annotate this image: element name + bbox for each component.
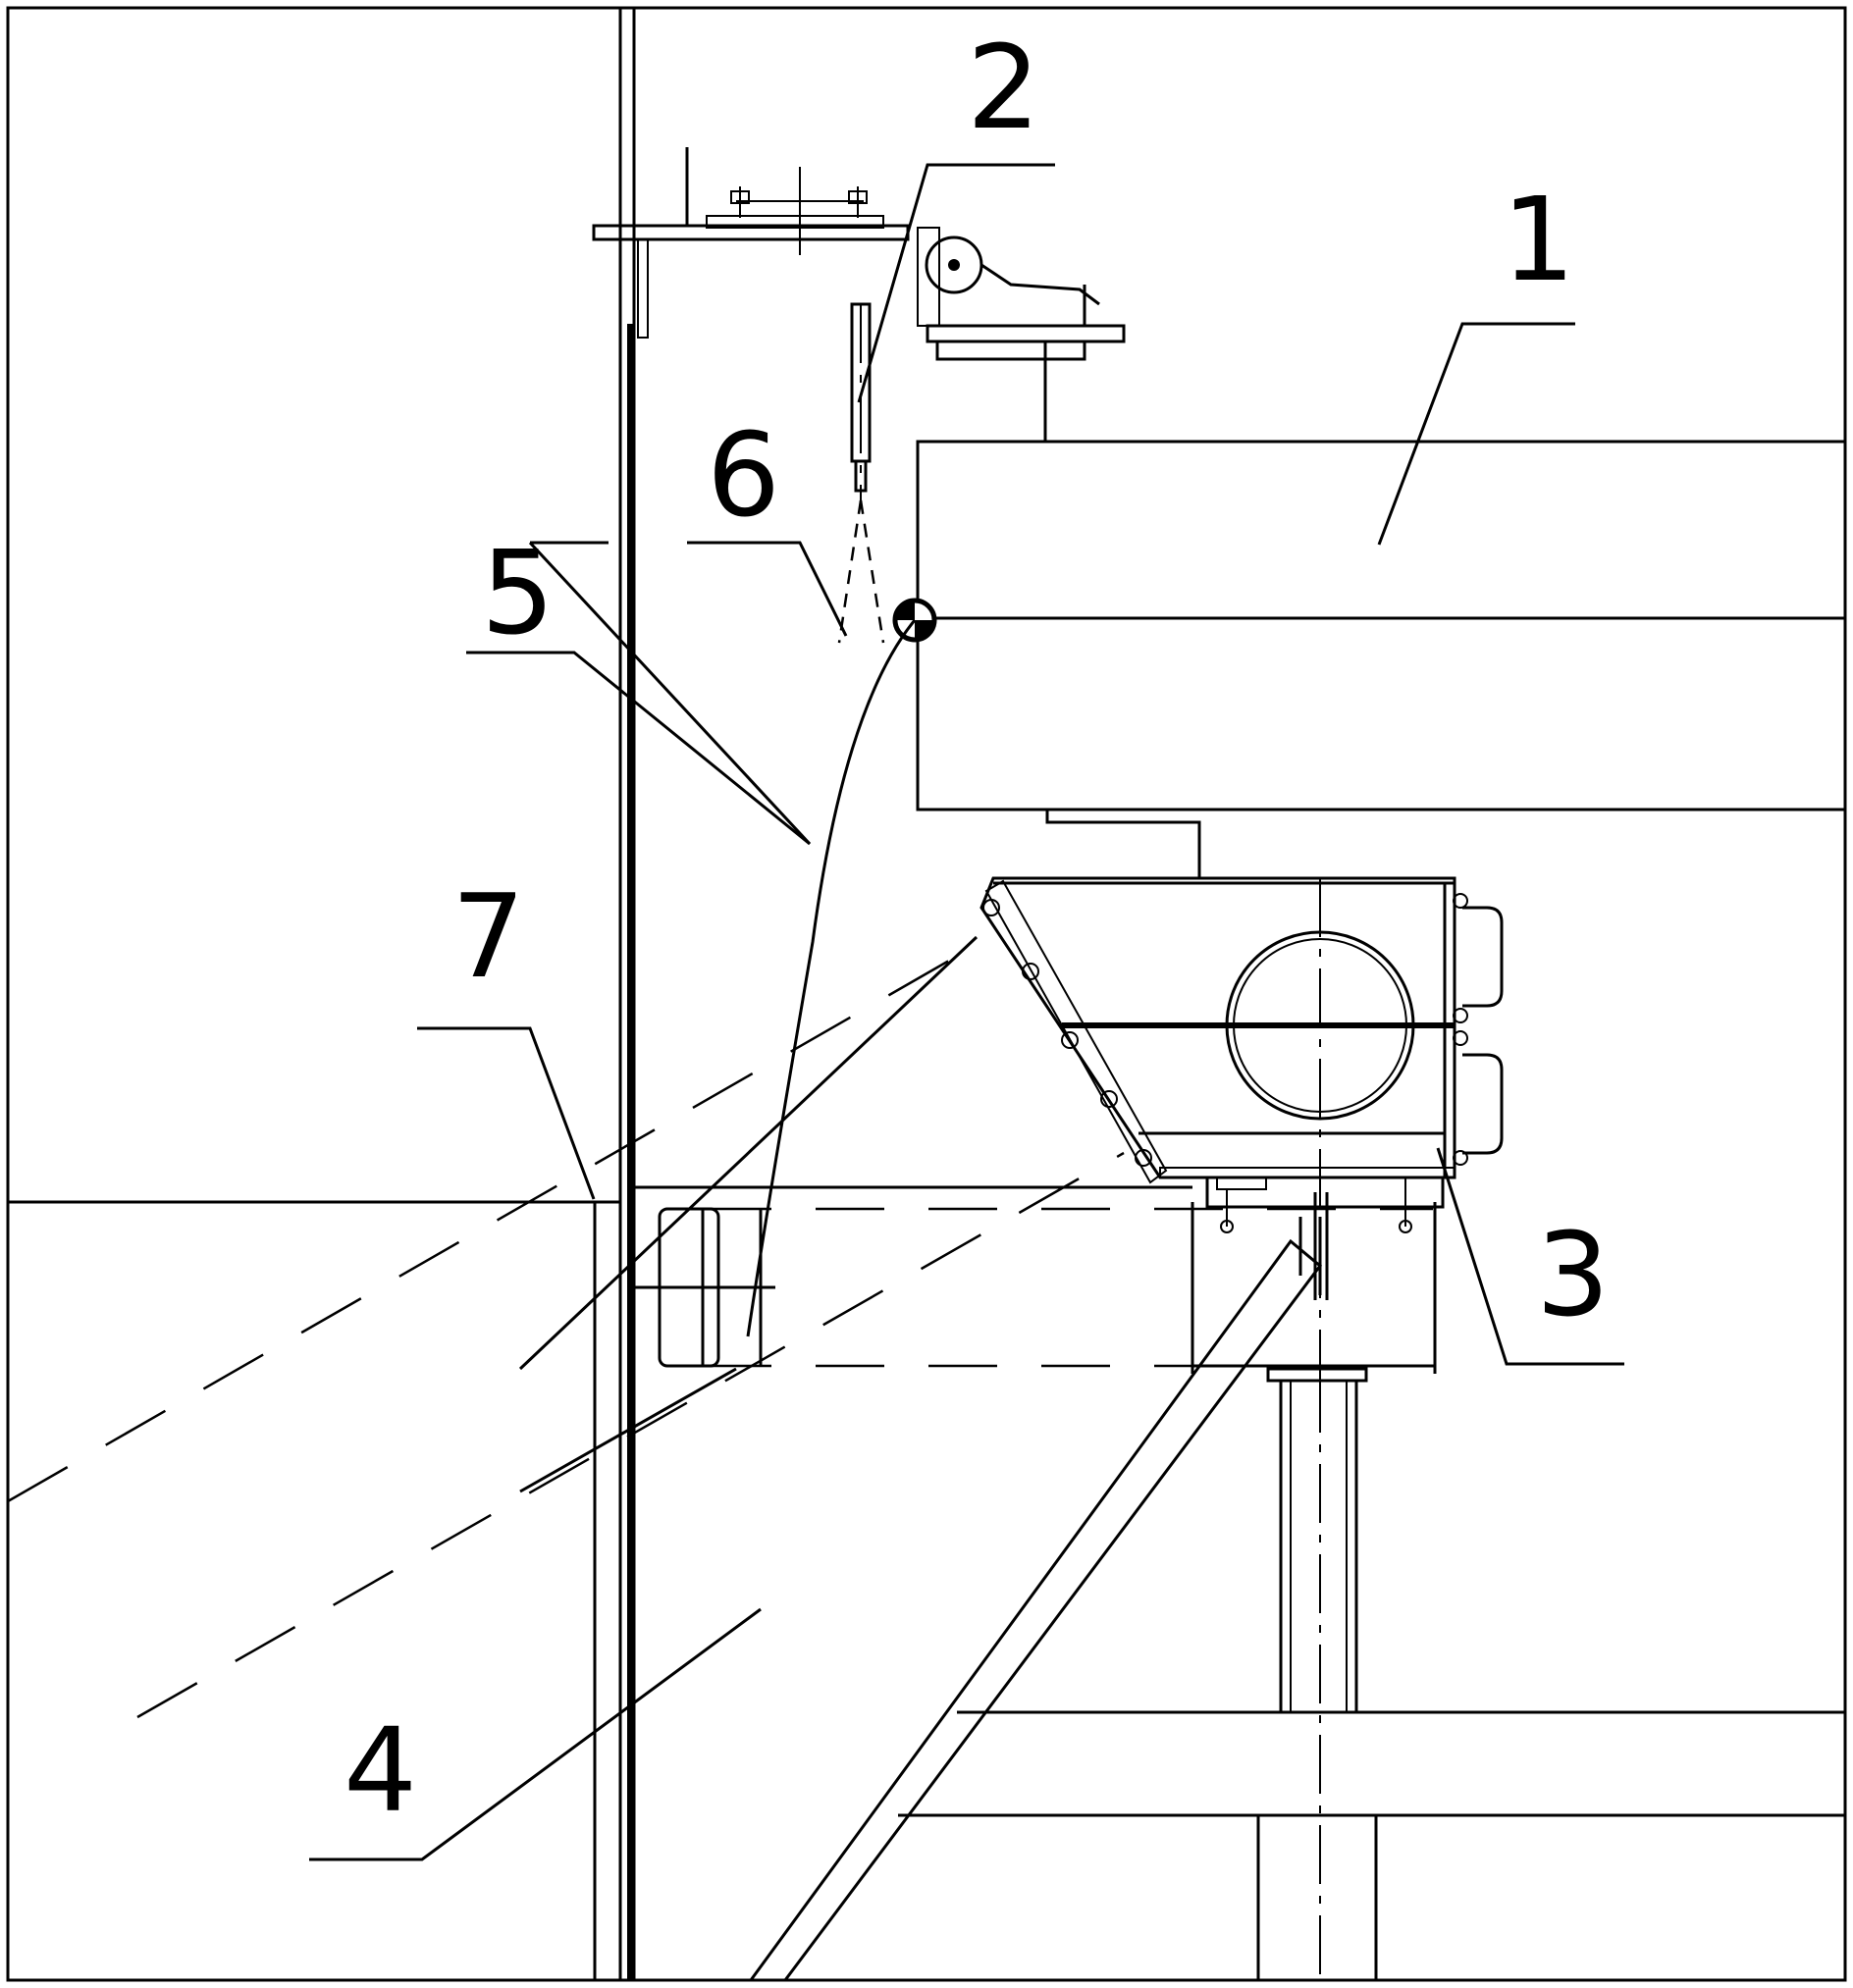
lower-frame [898, 1710, 1845, 1817]
labels: 1 2 3 4 5 6 7 [344, 20, 1610, 1838]
hanger-bracket [917, 227, 1126, 442]
label-3: 3 [1536, 1207, 1610, 1342]
conveyor-housing [628, 1185, 1435, 1368]
beam [916, 440, 1847, 878]
wall [8, 8, 636, 1980]
tank-mount [1191, 1176, 1445, 1374]
label-6: 6 [707, 407, 780, 543]
hopper-tank [979, 876, 1504, 1374]
spray-nozzle [837, 302, 885, 644]
dashed-guides [7, 940, 1125, 1719]
label-4: 4 [344, 1702, 417, 1838]
label-2: 2 [967, 20, 1040, 155]
top-bracket [592, 147, 910, 339]
label-1: 1 [1502, 172, 1575, 307]
cable [746, 619, 917, 1337]
leader-lines [309, 163, 1624, 1861]
label-7: 7 [451, 868, 525, 1004]
label-5: 5 [481, 525, 555, 660]
support-column [1256, 1367, 1378, 1980]
diagonal-chute [748, 1217, 1323, 1982]
drawing-border [6, 6, 1847, 1982]
